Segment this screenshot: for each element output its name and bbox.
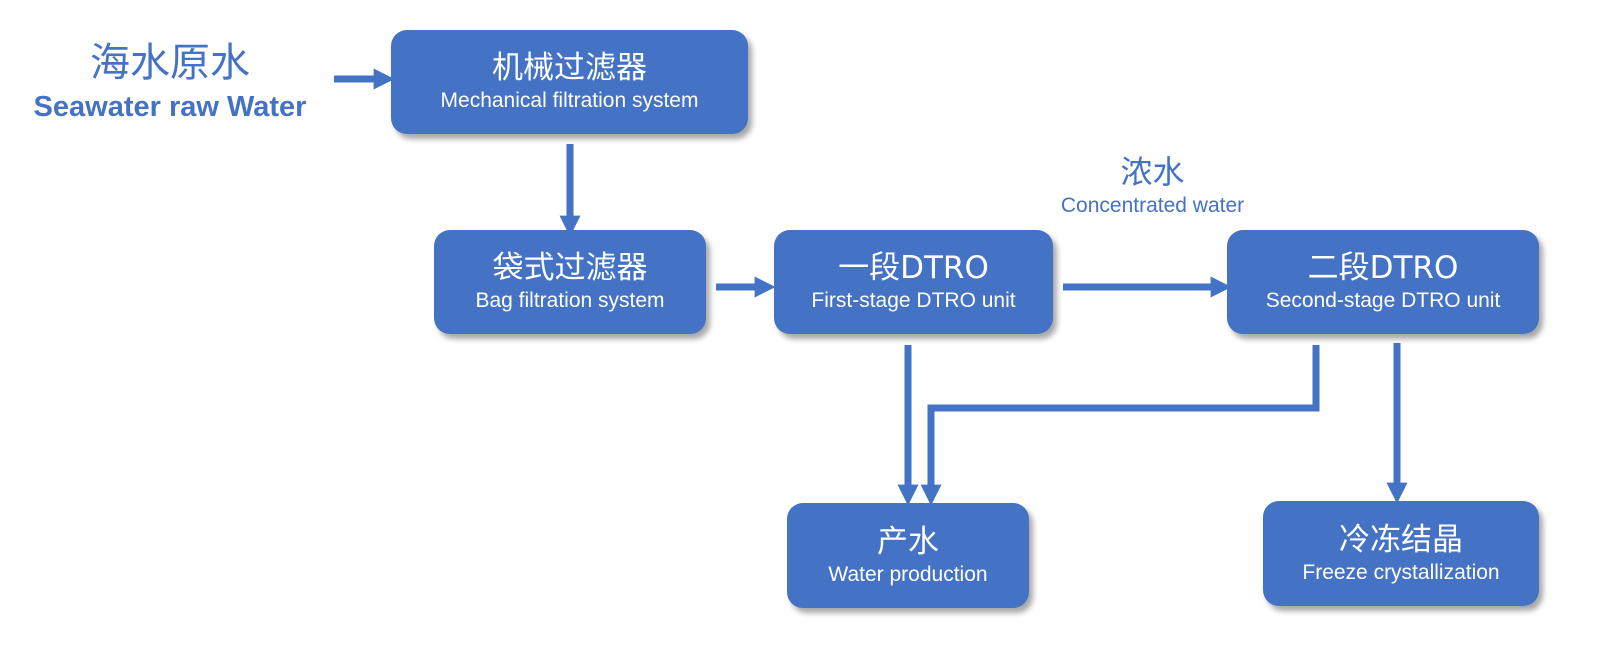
node-freeze-crystallization[interactable]: 冷冻结晶 Freeze crystallization [1263, 501, 1539, 606]
node-water-production-en: Water production [828, 562, 988, 586]
node-dtro-stage2[interactable]: 二段DTRO Second-stage DTRO unit [1227, 230, 1539, 334]
source-label-cn: 海水原水 [90, 40, 250, 86]
node-dtro-stage1[interactable]: 一段DTRO First-stage DTRO unit [774, 230, 1053, 334]
node-mechanical-filter[interactable]: 机械过滤器 Mechanical filtration system [391, 30, 748, 134]
node-dtro-stage2-cn: 二段DTRO [1307, 250, 1459, 286]
arrow-dtro2-to-product [920, 345, 1320, 506]
node-freeze-crystallization-en: Freeze crystallization [1302, 560, 1500, 584]
concentrated-water-label-en: Concentrated water [1060, 194, 1245, 217]
node-bag-filter-cn: 袋式过滤器 [492, 250, 648, 286]
node-mechanical-filter-cn: 机械过滤器 [492, 50, 647, 86]
concentrated-water-label: 浓水 Concentrated water [1030, 152, 1275, 220]
node-bag-filter-en: Bag filtration system [475, 289, 665, 312]
node-water-production-cn: 产水 [877, 523, 939, 560]
node-dtro-stage1-en: First-stage DTRO unit [811, 289, 1016, 312]
source-label: 海水原水 Seawater raw Water [10, 38, 330, 126]
source-label-en: Seawater raw Water [33, 91, 307, 123]
node-dtro-stage1-cn: 一段DTRO [838, 250, 989, 286]
concentrated-water-label-cn: 浓水 [1120, 153, 1185, 191]
node-mechanical-filter-en: Mechanical filtration system [440, 89, 699, 112]
node-bag-filter[interactable]: 袋式过滤器 Bag filtration system [434, 230, 706, 334]
node-water-production[interactable]: 产水 Water production [787, 503, 1029, 608]
node-freeze-crystallization-cn: 冷冻结晶 [1339, 521, 1463, 558]
node-dtro-stage2-en: Second-stage DTRO unit [1265, 289, 1501, 312]
